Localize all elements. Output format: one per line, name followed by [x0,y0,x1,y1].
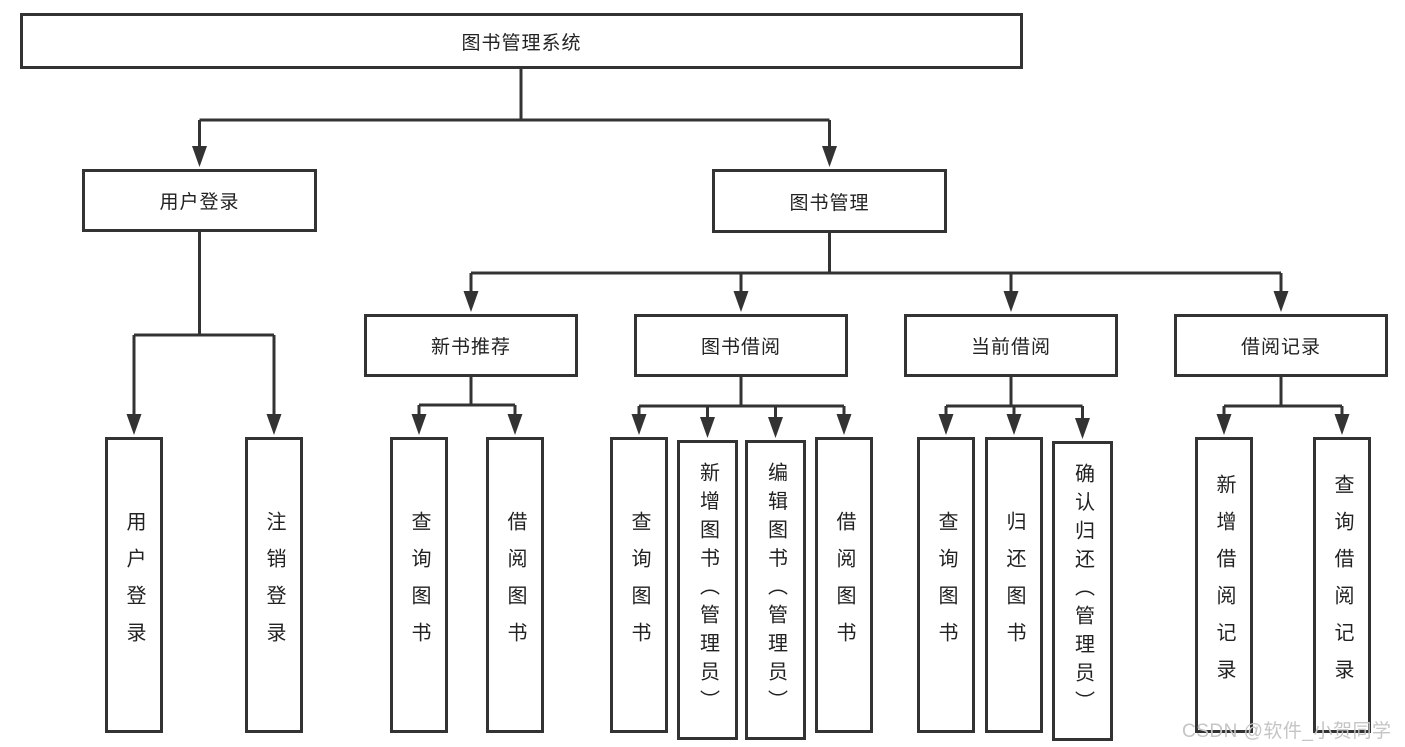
leaf-borrow-query-books: 查询图书 [610,437,668,733]
leaf-query-borrow-record: 查询借阅记录 [1313,437,1371,733]
leaf-return-books: 归还图书 [985,437,1043,733]
leaf-add-borrow-record-label: 新增借阅记录 [1213,474,1235,696]
leaf-borrow-borrow-books-label: 借阅图书 [833,511,855,659]
csdn-watermark: CSDN @软件_小贺同学 [1182,721,1392,742]
node-book-borrow: 图书借阅 [634,314,848,377]
leaf-logout: 注销登录 [245,437,303,733]
leaf-query-borrow-record-label: 查询借阅记录 [1331,474,1353,696]
node-borrow-record: 借阅记录 [1174,314,1388,377]
leaf-newbook-query-books-label: 查询图书 [408,511,430,659]
leaf-newbook-borrow-books-label: 借阅图书 [504,511,526,659]
leaf-newbook-borrow-books: 借阅图书 [486,437,544,733]
leaf-confirm-return-admin: 确认归还（管理员） [1052,441,1113,741]
leaf-current-query-books-label: 查询图书 [935,511,957,659]
leaf-edit-books-admin: 编辑图书（管理员） [745,440,806,740]
leaf-add-books-admin: 新增图书（管理员） [677,440,738,740]
leaf-newbook-query-books: 查询图书 [390,437,448,733]
leaf-edit-books-admin-label: 编辑图书（管理员） [764,462,787,718]
node-book-management: 图书管理 [712,169,947,233]
leaf-confirm-return-admin-label: 确认归还（管理员） [1071,463,1094,719]
node-library-management-system: 图书管理系统 [20,13,1023,69]
leaf-return-books-label: 归还图书 [1003,511,1025,659]
leaf-borrow-borrow-books: 借阅图书 [815,437,873,733]
leaf-borrow-query-books-label: 查询图书 [628,511,650,659]
leaf-logout-label: 注销登录 [263,511,285,659]
node-new-book-recommend: 新书推荐 [364,314,578,377]
leaf-user-login: 用户登录 [105,437,163,733]
leaf-current-query-books: 查询图书 [917,437,975,733]
node-user-login: 用户登录 [82,169,317,232]
node-current-borrow: 当前借阅 [904,314,1118,377]
leaf-user-login-label: 用户登录 [123,511,145,659]
leaf-add-borrow-record: 新增借阅记录 [1195,437,1253,733]
leaf-add-books-admin-label: 新增图书（管理员） [696,462,719,718]
